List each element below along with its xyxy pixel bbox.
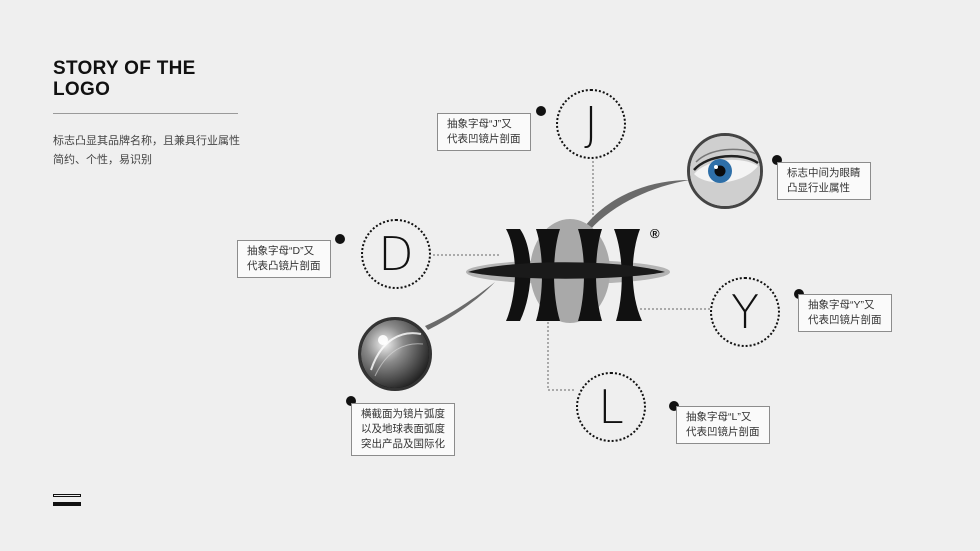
label-y-line-2: 代表凹镜片剖面	[808, 314, 882, 326]
label-l-line-1: 抽象字母“L”又	[686, 411, 752, 423]
title-line-2: LOGO	[53, 79, 111, 100]
label-dot-d	[335, 234, 345, 244]
registered-mark: ®	[650, 226, 660, 241]
label-j: 抽象字母“J”又 代表凹镜片剖面	[437, 113, 531, 151]
label-d: 抽象字母“D”又 代表凸镜片剖面	[237, 240, 331, 278]
description-line-2: 简约、个性，易识别	[53, 154, 152, 166]
label-dot-l	[669, 401, 679, 411]
label-l: 抽象字母“L”又 代表凹镜片剖面	[676, 406, 770, 444]
lens-illustration	[361, 320, 429, 388]
letter-y: Y	[730, 285, 760, 339]
label-eye-line-2: 凸显行业属性	[787, 182, 850, 194]
label-y-line-1: 抽象字母“Y”又	[808, 299, 875, 311]
label-dot-eye	[772, 155, 782, 165]
label-lens-line-1: 横截面为镜片弧度	[361, 408, 445, 420]
label-eye-line-1: 标志中间为眼睛	[787, 167, 861, 179]
letter-circle-y: Y	[710, 277, 780, 347]
label-dot-j	[536, 106, 546, 116]
swoosh-lens	[425, 282, 495, 330]
label-d-line-2: 代表凸镜片剖面	[247, 260, 321, 272]
lens-sphere-icon	[358, 317, 432, 391]
label-lens: 横截面为镜片弧度 以及地球表面弧度 突出产品及国际化	[351, 403, 455, 456]
letter-j: J	[584, 97, 598, 151]
label-j-line-1: 抽象字母“J”又	[447, 118, 512, 130]
letter-circle-d: D	[361, 219, 431, 289]
letter-l: L	[598, 380, 624, 434]
label-eye: 标志中间为眼睛 凸显行业属性	[777, 162, 871, 200]
title-line-1: STORY OF THE	[53, 58, 196, 79]
label-lens-line-2: 以及地球表面弧度	[361, 423, 445, 435]
eye-illustration	[690, 136, 760, 206]
central-logo	[466, 219, 670, 323]
label-d-line-1: 抽象字母“D”又	[247, 245, 315, 257]
description-line-1: 标志凸显其品牌名称，且兼具行业属性	[53, 135, 240, 147]
logo-lens-band	[468, 262, 665, 279]
label-lens-line-3: 突出产品及国际化	[361, 438, 445, 450]
title-divider	[53, 113, 238, 114]
description: 标志凸显其品牌名称，且兼具行业属性 简约、个性，易识别	[53, 132, 293, 170]
menu-bars-icon	[53, 494, 81, 508]
label-y: 抽象字母“Y”又 代表凹镜片剖面	[798, 294, 892, 332]
eye-photo-icon	[687, 133, 763, 209]
letter-circle-j: J	[556, 89, 626, 159]
label-l-line-2: 代表凹镜片剖面	[686, 426, 760, 438]
label-j-line-2: 代表凹镜片剖面	[447, 133, 521, 145]
letter-d: D	[378, 227, 414, 281]
connector-l	[547, 322, 575, 391]
page-title: STORY OF THE LOGO	[53, 58, 253, 100]
swoosh-eye	[585, 180, 690, 230]
label-dot-lens	[346, 396, 356, 406]
letter-circle-l: L	[576, 372, 646, 442]
